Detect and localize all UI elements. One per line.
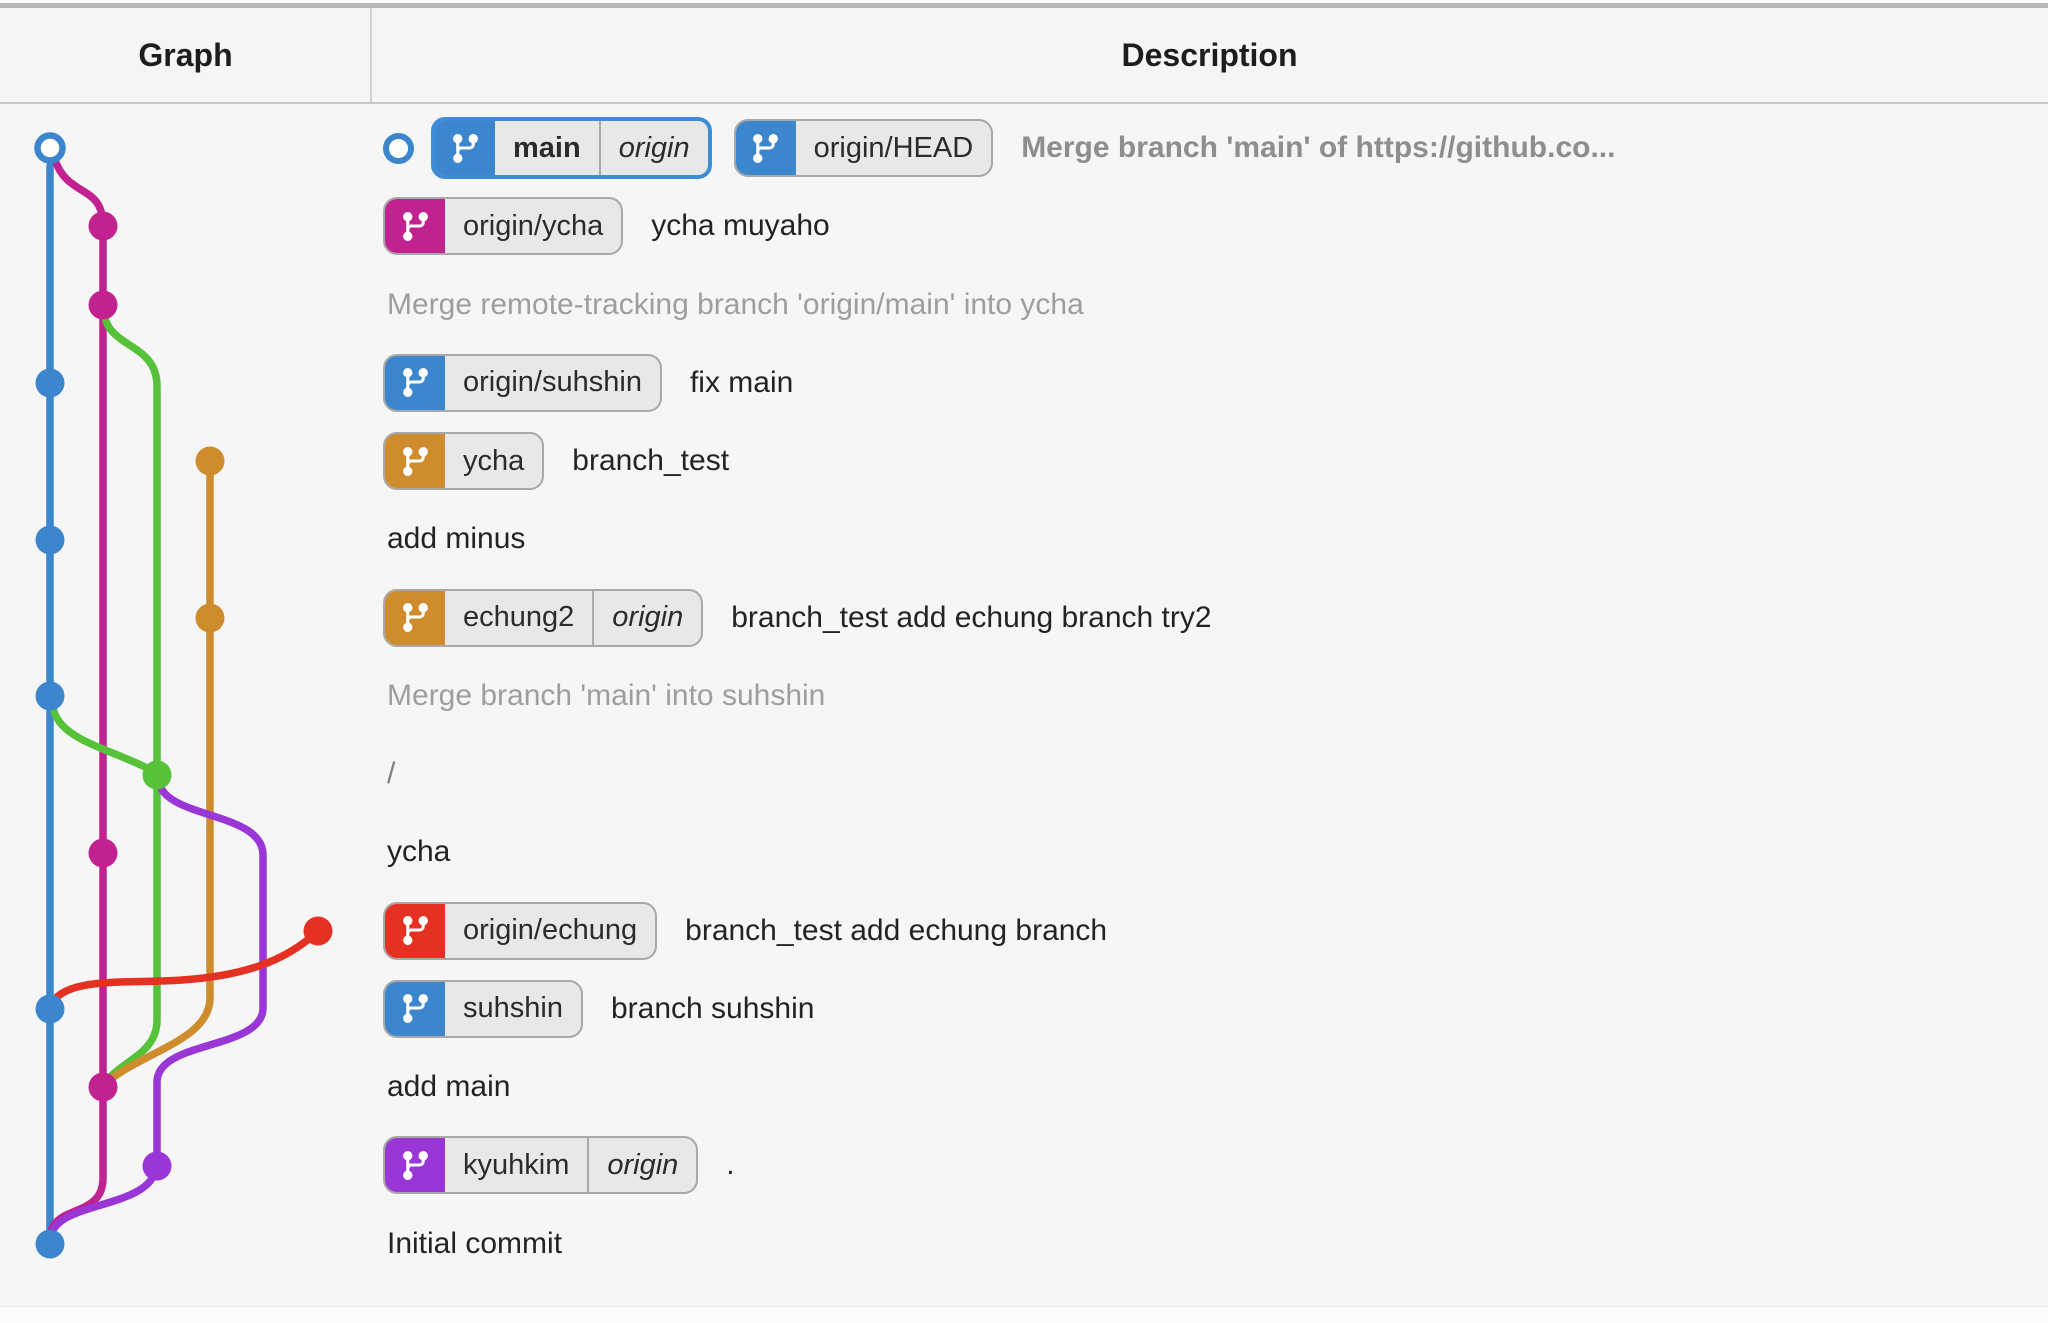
branch-badge-origin-label: origin: [592, 590, 701, 645]
commit-dot: [303, 916, 333, 946]
green-merge-curve: [48, 695, 157, 775]
commit-graph: [34, 132, 333, 1259]
git-branch-icon: [385, 590, 445, 645]
commit-message: Merge remote-tracking branch 'origin/mai…: [387, 287, 1084, 321]
commit-dot: [195, 603, 225, 633]
git-branch-icon: [385, 981, 445, 1036]
commit-message: add minus: [387, 522, 526, 556]
commit-row[interactable]: ycha branch_test: [0, 422, 2048, 500]
commit-row[interactable]: Merge branch 'main' into suhshin: [0, 657, 2048, 735]
head-commit-ring-icon: [383, 132, 414, 164]
branch-badge-label: origin/echung: [463, 914, 638, 947]
branch-badge-label: main: [513, 131, 581, 164]
branch-badge[interactable]: origin/ycha: [383, 197, 624, 256]
orange-lane: [102, 457, 214, 1087]
commit-message: Merge branch 'main' into suhshin: [387, 678, 826, 712]
branch-badge-label: echung2: [463, 601, 575, 634]
git-branch-icon: [385, 199, 445, 254]
window-top-edge: [0, 0, 2048, 3]
branch-badge-origin-label: origin: [598, 121, 708, 176]
git-branch-icon: [385, 434, 445, 489]
description-column-header[interactable]: Description: [1121, 36, 1298, 73]
git-branch-icon: [435, 121, 495, 176]
commit-row[interactable]: /: [0, 735, 2048, 813]
branch-badge[interactable]: echung2 origin: [383, 588, 704, 647]
commit-message: .: [726, 1148, 735, 1182]
commit-row[interactable]: origin/echung branch_test add echung bra…: [0, 892, 2048, 970]
commit-row[interactable]: echung2 origin branch_test add echung br…: [0, 579, 2048, 657]
commit-row[interactable]: Initial commit: [0, 1205, 2048, 1283]
branch-badge-origin-label: origin: [587, 1138, 696, 1193]
commit-row[interactable]: add minus: [0, 500, 2048, 578]
commit-dot: [35, 368, 65, 398]
table-header: Graph Description: [0, 8, 2048, 104]
branch-badge-label: origin/ycha: [463, 209, 604, 242]
commit-row[interactable]: suhshin branch suhshin: [0, 970, 2048, 1048]
commit-dot: [35, 994, 65, 1024]
git-branch-icon: [385, 903, 445, 958]
commit-row[interactable]: Merge remote-tracking branch 'origin/mai…: [0, 266, 2048, 344]
commit-dot: [195, 446, 225, 476]
commit-dot: [142, 1151, 172, 1181]
commit-message: branch suhshin: [610, 991, 815, 1025]
window-top-border: [0, 3, 2048, 8]
commit-message: /: [387, 757, 396, 791]
branch-badge[interactable]: suhshin: [383, 979, 583, 1038]
red-lane: [46, 927, 322, 1011]
branch-badge-label: origin/HEAD: [813, 131, 974, 164]
commit-row[interactable]: kyuhkim origin .: [0, 1126, 2048, 1204]
commit-row[interactable]: main origin origin/HEAD Merge branch 'ma…: [0, 109, 2048, 187]
branch-badge[interactable]: origin/suhshin: [383, 353, 662, 412]
commit-message: ycha: [387, 835, 451, 869]
column-divider[interactable]: [370, 8, 372, 102]
commit-message: fix main: [689, 365, 794, 399]
panel-bottom-border: [0, 1306, 2048, 1307]
purple-lane: [46, 774, 267, 1244]
commit-message: ycha muyaho: [651, 209, 830, 243]
graph-column-header[interactable]: Graph: [138, 36, 233, 73]
branch-badge-label: origin/suhshin: [463, 366, 642, 399]
branch-badge[interactable]: kyuhkim origin: [383, 1136, 699, 1195]
git-branch-icon: [385, 1138, 445, 1193]
commit-message: branch_test add echung branch: [685, 913, 1108, 947]
commit-dot: [142, 760, 172, 790]
green-lane: [100, 305, 161, 1087]
commit-message: branch_test add echung branch try2: [731, 600, 1212, 634]
commit-dot: [35, 525, 65, 555]
commit-dot: [35, 1229, 65, 1259]
commit-message: branch_test: [572, 444, 730, 478]
commit-message: add main: [387, 1070, 511, 1104]
branch-badge[interactable]: origin/HEAD: [733, 119, 994, 178]
commit-dot: [88, 290, 118, 320]
commit-dot: [35, 681, 65, 711]
branch-badge[interactable]: origin/echung: [383, 901, 658, 960]
branch-badge[interactable]: main origin: [431, 117, 712, 180]
commit-row[interactable]: origin/suhshin fix main: [0, 344, 2048, 422]
commit-dot: [88, 211, 118, 241]
branch-badge[interactable]: ycha: [383, 432, 545, 491]
git-branch-icon: [735, 121, 796, 176]
head-commit-dot: [34, 132, 66, 164]
branch-badge-label: suhshin: [463, 992, 563, 1025]
commit-dot: [88, 1072, 118, 1102]
branch-badge-label: kyuhkim: [463, 1148, 570, 1181]
commit-dot: [88, 838, 118, 868]
branch-badge-label: ycha: [463, 444, 525, 477]
commit-message: Initial commit: [387, 1226, 563, 1260]
git-branch-icon: [385, 355, 445, 410]
commit-row[interactable]: add main: [0, 1048, 2048, 1126]
commit-list: main origin origin/HEAD Merge branch 'ma…: [0, 109, 2048, 1283]
commit-row[interactable]: ycha: [0, 813, 2048, 891]
panel-bottom-edge: [0, 1307, 2048, 1323]
commit-message: Merge branch 'main' of https://github.co…: [1021, 131, 1616, 165]
commit-row[interactable]: origin/ycha ycha muyaho: [0, 187, 2048, 265]
